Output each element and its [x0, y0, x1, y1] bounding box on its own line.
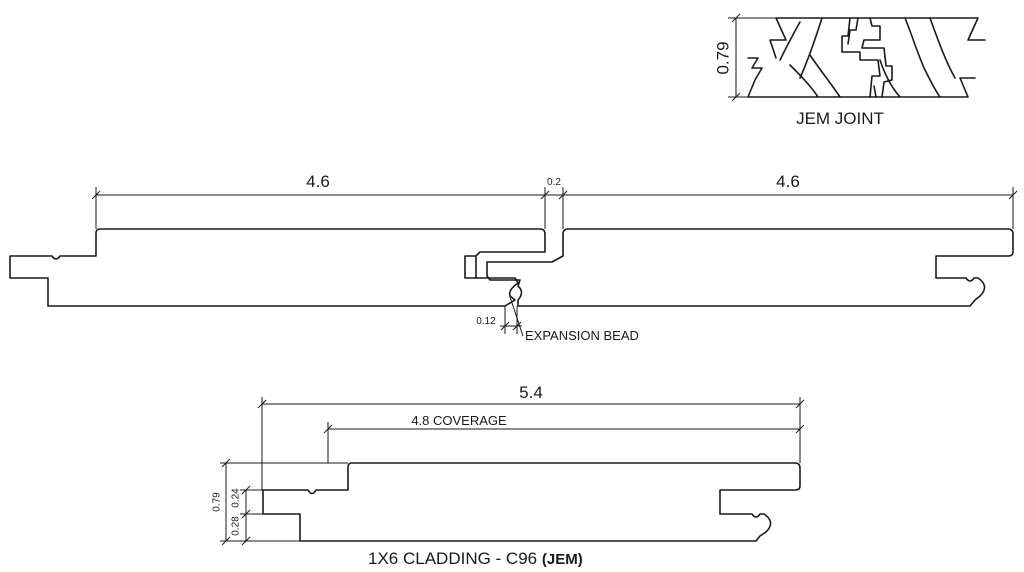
bead-label: EXPANSION BEAD: [525, 328, 639, 343]
jem-joint-profile-right: [861, 17, 893, 98]
thickness-label: 0.79: [212, 492, 223, 512]
left-board-outline: [9, 228, 546, 307]
jem-joint-thickness: 0.79: [713, 41, 732, 74]
right-width-tick-right: [1008, 190, 1018, 200]
single-board-section: 5.4 4.8 COVERAGE 0.79 0.24 0.28 1X6 CLAD…: [212, 383, 805, 568]
gap-label: 0.2: [547, 177, 561, 188]
jem-joint-dim-tick-bottom: [731, 92, 741, 102]
jem-joint-profile-left: [841, 17, 881, 98]
step-tick-mid: [241, 509, 251, 519]
left-width-label: 4.6: [306, 172, 330, 191]
bead-tick-left: [500, 321, 510, 331]
single-board-outline: [262, 462, 801, 542]
single-board-title: 1X6 CLADDING - C96 (JEM): [368, 549, 583, 568]
single-board-title-main: 1X6 CLADDING - C96: [368, 549, 537, 568]
left-width-tick-left: [91, 190, 101, 200]
jem-joint-top-edge: [769, 17, 986, 59]
jem-joint-dim-tick-top: [731, 13, 741, 23]
single-board-title-bold: (JEM): [542, 551, 583, 568]
jem-joint-gap-line: [847, 17, 877, 98]
jem-joint-label: JEM JOINT: [796, 109, 884, 128]
overall-tick-right: [795, 399, 805, 409]
jem-joint-bottom-edge: [747, 57, 976, 98]
jem-joint-grain-left: [779, 17, 841, 98]
thickness-tick-top: [221, 458, 231, 468]
lower-step-label: 0.28: [231, 516, 242, 536]
bead-dim-label: 0.12: [476, 316, 496, 327]
coverage-tick-left: [323, 424, 333, 434]
overall-label: 5.4: [519, 383, 543, 402]
jem-joint-grain-right: [879, 17, 956, 98]
thickness-tick-bottom: [221, 536, 231, 546]
bead-tick-right: [512, 321, 522, 331]
bead-leader-line: [509, 296, 524, 337]
upper-step-label: 0.24: [231, 488, 242, 508]
right-board-outline: [486, 228, 1014, 307]
joined-boards-section: 4.6 0.2 4.6 0.12 EXPANSION BEAD: [9, 172, 1018, 343]
right-width-label: 4.6: [776, 172, 800, 191]
step-tick-top: [241, 485, 251, 495]
step-tick-bottom: [241, 536, 251, 546]
coverage-tick-right: [795, 424, 805, 434]
jem-joint-detail: 0.79 JEM JOINT: [713, 13, 986, 128]
coverage-label: 4.8 COVERAGE: [411, 413, 507, 428]
overall-tick-left: [257, 399, 267, 409]
left-board-groove-inner: [464, 255, 477, 279]
